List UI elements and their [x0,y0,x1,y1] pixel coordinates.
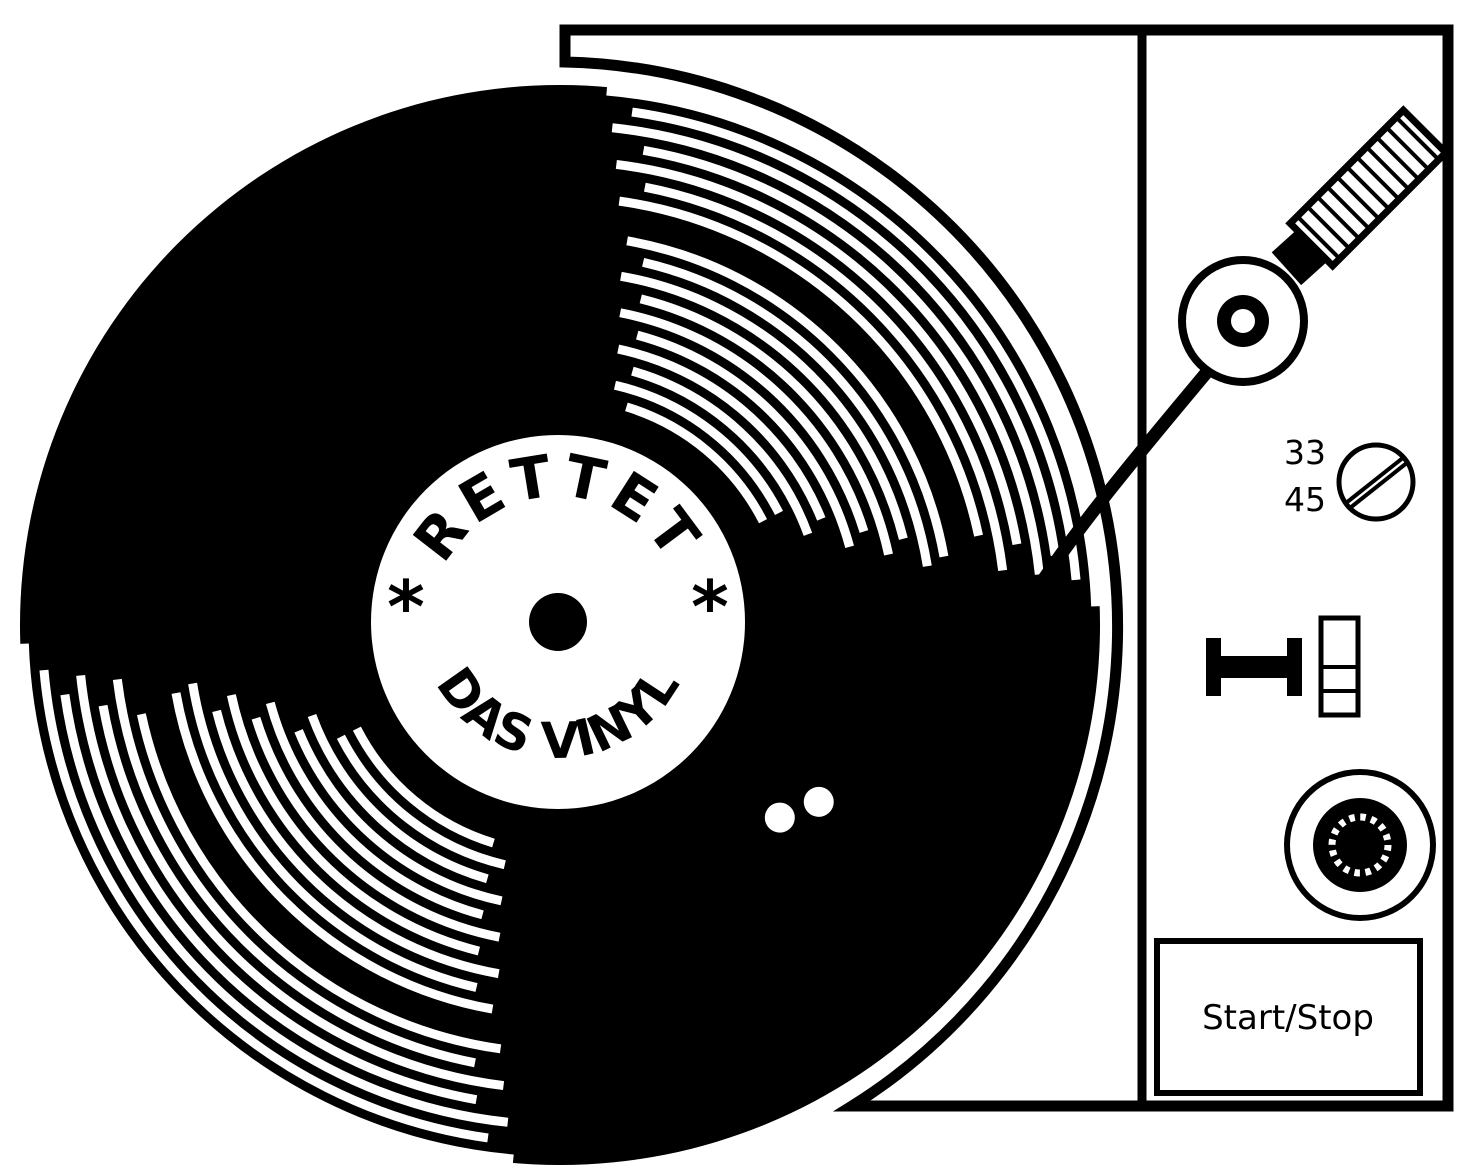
speed-selector-knob[interactable] [1336,442,1416,522]
headshell-hole [764,802,795,833]
power-switch-icon[interactable] [1206,638,1302,696]
record-label: RETTET DAS VINYL * * [371,435,745,809]
headshell-hole [803,786,834,817]
pitch-knob[interactable] [1284,769,1436,921]
speed-slider[interactable] [1318,615,1361,718]
start-stop-button[interactable]: Start/Stop [1154,938,1423,1096]
spindle-hole [529,593,587,651]
label-left-asterisk: * [387,565,425,649]
stylus-tip [793,877,824,899]
tonearm[interactable] [731,105,1451,908]
stylus [784,840,815,891]
headshell [731,739,905,899]
control-panel: 33 45 Start/Stop [1154,433,1436,1096]
speed-33-label: 33 [1284,433,1326,472]
start-stop-label: Start/Stop [1202,998,1374,1038]
tonearm-tube [864,330,1243,768]
speed-45-label: 45 [1284,480,1326,519]
tonearm-counterweight [1285,105,1451,271]
vinyl-record: RETTET DAS VINYL * * [19,84,1101,1166]
label-right-asterisk: * [691,565,729,649]
tonearm-pivot [1178,256,1308,386]
